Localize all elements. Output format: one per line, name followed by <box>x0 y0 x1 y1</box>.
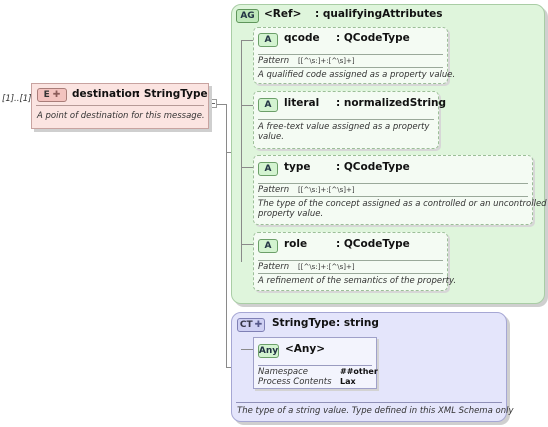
process-contents-label: Process Contents <box>258 377 332 387</box>
any-badge: Any <box>258 344 279 358</box>
complex-type-badge: CT ✚ <box>237 318 265 332</box>
attribute-description-line1: A free-text value assigned as a property <box>258 122 430 132</box>
complex-type-separator <box>236 402 502 403</box>
element-badge-label: E <box>43 90 50 100</box>
attribute-separator <box>258 67 443 68</box>
connector-element-to-branch <box>209 104 227 105</box>
attribute-type: : normalizedString <box>336 97 447 109</box>
attribute-badge: A <box>258 239 278 253</box>
attribute-name: literal <box>284 97 320 109</box>
attribute-description-line2: value. <box>258 132 284 142</box>
attribute-group-badge: AG <box>236 9 259 23</box>
connector-to-group <box>226 152 232 153</box>
attribute-type: : QCodeType <box>336 32 410 44</box>
attribute-separator <box>258 260 443 261</box>
process-contents-value: Lax <box>340 377 356 386</box>
cardinality-label: [1]..[1] <box>2 94 32 104</box>
attribute-qcode[interactable]: A qcode : QCodeType Pattern [[^\s:]+:[^\… <box>253 27 455 84</box>
attribute-literal[interactable]: A literal : normalizedString A free-text… <box>253 91 446 149</box>
pattern-value: [[^\s:]+:[^\s]+] <box>298 263 355 271</box>
connector-branch-vertical <box>226 104 227 368</box>
element-type: : StringType <box>136 88 208 100</box>
attribute-separator <box>258 54 443 55</box>
attribute-separator <box>258 196 528 197</box>
attribute-name: role <box>284 238 308 250</box>
element-separator <box>36 105 204 106</box>
attribute-badge: A <box>258 33 278 47</box>
pattern-value: [[^\s:]+:[^\s]+] <box>298 186 355 194</box>
connector-to-complex-type <box>226 367 232 368</box>
attribute-type: : QCodeType <box>336 238 410 250</box>
complex-type-base: : string <box>336 317 379 329</box>
group-ref-label: <Ref> <box>264 8 302 20</box>
attribute-badge: A <box>258 162 278 176</box>
attribute-type-value: : QCodeType <box>336 161 410 173</box>
expand-toggle-icon[interactable] <box>208 99 217 108</box>
attribute-description: A qualified code assigned as a property … <box>258 70 456 80</box>
complex-type-name: StringType <box>272 317 336 329</box>
complex-type-badge-label: CT <box>239 320 253 330</box>
attribute-description: A refinement of the semantics of the pro… <box>258 276 457 286</box>
attribute-type[interactable]: A type : QCodeType Pattern [[^\s:]+:[^\s… <box>253 155 547 225</box>
any-name: <Any> <box>285 343 326 355</box>
pattern-label: Pattern <box>258 56 290 66</box>
pattern-label: Pattern <box>258 185 290 195</box>
group-type: : qualifyingAttributes <box>315 8 443 20</box>
attribute-description-line1: The type of the concept assigned as a co… <box>258 199 547 209</box>
element-name: destination <box>72 88 140 100</box>
attr-connector-type <box>241 167 254 168</box>
ct-any-connector <box>241 349 253 350</box>
attribute-separator <box>258 273 443 274</box>
plus-icon: ✚ <box>52 90 61 100</box>
attribute-name: qcode <box>284 32 320 44</box>
namespace-value: ##other <box>340 367 378 376</box>
group-attributes-connector <box>241 40 242 262</box>
attribute-badge: A <box>258 98 278 112</box>
any-separator <box>258 365 372 366</box>
attr-connector-literal <box>241 105 254 106</box>
attribute-description-line2: property value. <box>258 209 324 219</box>
attr-connector-role <box>241 244 254 245</box>
element-description: A point of destination for this message. <box>37 111 205 121</box>
attribute-separator <box>258 183 528 184</box>
pattern-label: Pattern <box>258 262 290 272</box>
attribute-name: type <box>284 161 311 173</box>
namespace-label: Namespace <box>258 367 309 377</box>
element-badge: E ✚ <box>37 88 67 102</box>
any-element[interactable]: Any <Any> Namespace ##other Process Cont… <box>253 337 378 389</box>
pattern-value: [[^\s:]+:[^\s]+] <box>298 57 355 65</box>
attr-connector-qcode <box>241 40 254 41</box>
complex-type-description: The type of a string value. Type defined… <box>237 406 514 416</box>
attribute-separator <box>258 119 434 120</box>
element-destination[interactable]: E ✚ destination : StringType A point of … <box>31 83 209 129</box>
plus-icon: ✚ <box>254 320 263 330</box>
attribute-role[interactable]: A role : QCodeType Pattern [[^\s:]+:[^\s… <box>253 232 456 291</box>
